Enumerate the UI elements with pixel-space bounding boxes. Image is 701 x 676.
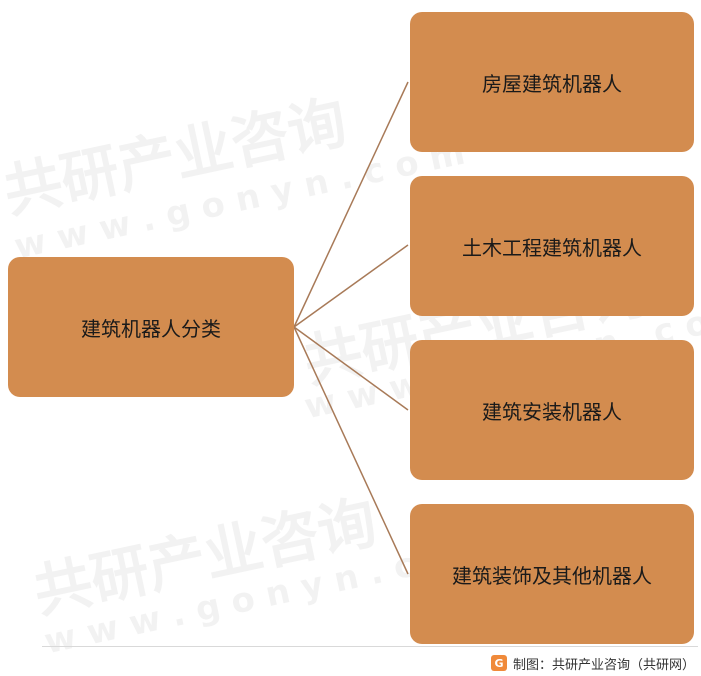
child-node-label: 建筑安装机器人 [482, 399, 622, 424]
footer-divider [42, 646, 698, 647]
child-node: 房屋建筑机器人 [410, 12, 694, 152]
gonyn-logo-icon: G [490, 655, 507, 671]
child-node: 土木工程建筑机器人 [410, 176, 694, 316]
child-node: 建筑装饰及其他机器人 [410, 504, 694, 644]
child-node-label: 房屋建筑机器人 [482, 71, 622, 96]
connector-line [293, 81, 409, 328]
connector-line [293, 326, 409, 575]
root-node: 建筑机器人分类 [8, 257, 294, 397]
connector-line [293, 244, 409, 328]
root-node-label: 建筑机器人分类 [81, 316, 221, 341]
child-node-label: 土木工程建筑机器人 [462, 235, 642, 260]
source-caption: 制图：共研产业咨询（共研网） [512, 657, 695, 673]
footer: G 制图：共研产业咨询（共研网） [490, 652, 695, 674]
child-node-label: 建筑装饰及其他机器人 [452, 563, 652, 588]
connector-line [293, 326, 409, 411]
child-node: 建筑安装机器人 [410, 340, 694, 480]
